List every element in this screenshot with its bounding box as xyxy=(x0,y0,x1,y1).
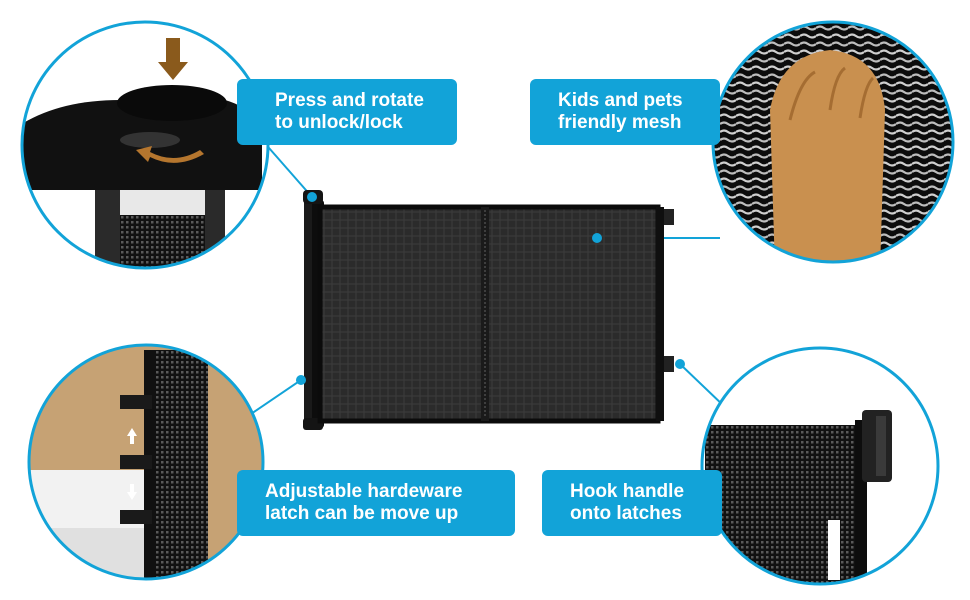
callout-adjust-line1: Adjustable hardeware xyxy=(265,481,463,502)
callout-adjust-line2: latch can be move up xyxy=(265,503,459,524)
callout-press-line2: to unlock/lock xyxy=(275,112,403,133)
callout-press-line1: Press and rotate xyxy=(275,90,424,111)
callout-adjustable-latch: Adjustable hardeware latch can be move u… xyxy=(237,470,515,536)
callout-hook-line2: onto latches xyxy=(570,503,682,524)
callout-press-rotate: Press and rotate to unlock/lock xyxy=(237,79,457,145)
marker-dot-mesh xyxy=(592,233,602,243)
callout-hook-handle: Hook handle onto latches xyxy=(542,470,722,536)
marker-dot-latch xyxy=(296,375,306,385)
down-arrow-icon xyxy=(127,484,137,500)
gate-product xyxy=(303,190,674,430)
callout-kids-line1: Kids and pets xyxy=(558,90,683,111)
detail-circle-latch xyxy=(27,343,265,581)
detail-circle-knob xyxy=(20,20,270,270)
marker-dot-press xyxy=(307,192,317,202)
up-arrow-icon xyxy=(127,428,137,444)
down-arrow-icon xyxy=(158,38,188,80)
callout-kids-pets: Kids and pets friendly mesh xyxy=(530,79,720,145)
rotate-arrow-icon xyxy=(136,146,204,163)
callout-hook-line1: Hook handle xyxy=(570,481,685,502)
callout-kids-line2: friendly mesh xyxy=(558,112,682,133)
detail-circle-mesh xyxy=(711,20,955,264)
marker-dot-hook xyxy=(675,359,685,369)
detail-circle-hook xyxy=(700,346,940,586)
